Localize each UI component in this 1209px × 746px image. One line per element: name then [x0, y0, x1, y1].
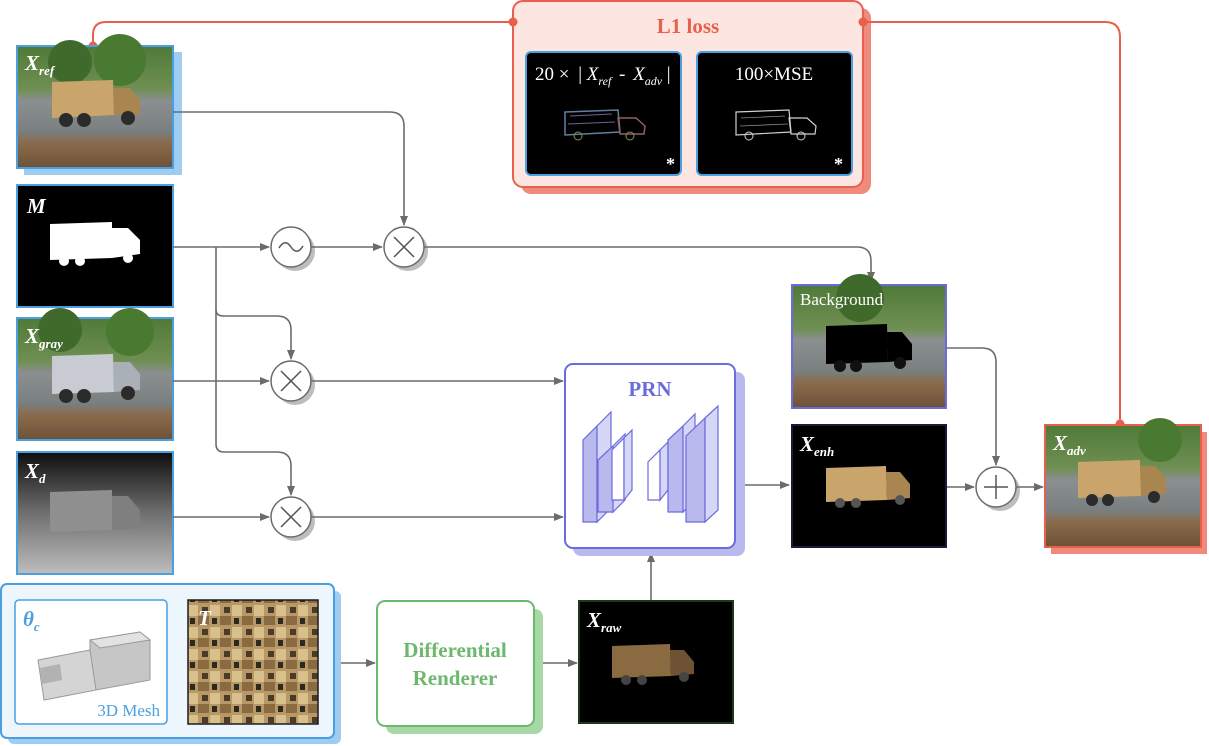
svg-text:T: T — [198, 606, 212, 630]
flow-arrows — [173, 111, 1044, 667]
l1-loss-title: L1 loss — [657, 14, 719, 38]
multiply-op-depth — [270, 496, 315, 541]
svg-text:Xraw: Xraw — [586, 608, 622, 635]
loss-connectors — [92, 21, 1121, 424]
x-enh-image: Xenh — [791, 424, 947, 548]
add-op — [975, 466, 1020, 511]
mesh-texture-group: θc 3D Mesh T — [0, 583, 341, 744]
prn-network-icon — [582, 404, 719, 524]
x-raw-image: Xraw — [578, 600, 734, 724]
mask-image: M — [16, 184, 174, 308]
renderer-line2: Renderer — [413, 666, 498, 690]
prn-title: PRN — [628, 377, 671, 401]
prn-block: PRN — [564, 363, 745, 556]
background-image: Background — [791, 274, 947, 409]
multiply-op-ref — [383, 226, 428, 271]
loss-panel-mse: 100×MSE * — [696, 51, 853, 176]
mesh-panel: θc 3D Mesh — [14, 599, 168, 725]
svg-text:Xd: Xd — [24, 459, 46, 486]
background-label: Background — [800, 290, 884, 309]
texture-panel: T — [187, 599, 319, 725]
diff-truck-image — [564, 109, 646, 141]
l1-loss-group: L1 loss 20 × | Xref - Xadv | * 100×M — [512, 0, 871, 194]
asterisk-1: * — [666, 154, 675, 174]
mse-label: 100×MSE — [735, 64, 813, 85]
svg-text:Xref: Xref — [24, 51, 56, 78]
x-gray-image: Xgray — [16, 308, 174, 441]
mesh-label: 3D Mesh — [97, 701, 160, 720]
theta-label: θc — [23, 607, 40, 634]
differential-renderer: Differential Renderer — [376, 600, 543, 734]
loss-panel-abs-diff: 20 × | Xref - Xadv | * — [525, 51, 682, 176]
renderer-line1: Differential — [403, 638, 507, 662]
loss-dot-left — [508, 17, 518, 27]
mse-truck-image — [735, 109, 817, 141]
x-ref-image: Xref — [16, 34, 182, 175]
svg-text:Xadv: Xadv — [1052, 431, 1086, 458]
smooth-op — [270, 226, 315, 271]
x-adv-image: Xadv — [1044, 418, 1207, 554]
svg-text:M: M — [26, 194, 47, 218]
asterisk-2: * — [834, 154, 843, 174]
multiply-op-gray — [270, 360, 315, 405]
svg-text:Xgray: Xgray — [24, 324, 63, 351]
svg-text:Xenh: Xenh — [799, 432, 834, 459]
x-depth-image: Xd — [16, 451, 174, 575]
svg-text:20 × | Xref: 20 × | Xref - Xadv | — [535, 64, 671, 90]
loss-dot-right — [858, 17, 868, 27]
